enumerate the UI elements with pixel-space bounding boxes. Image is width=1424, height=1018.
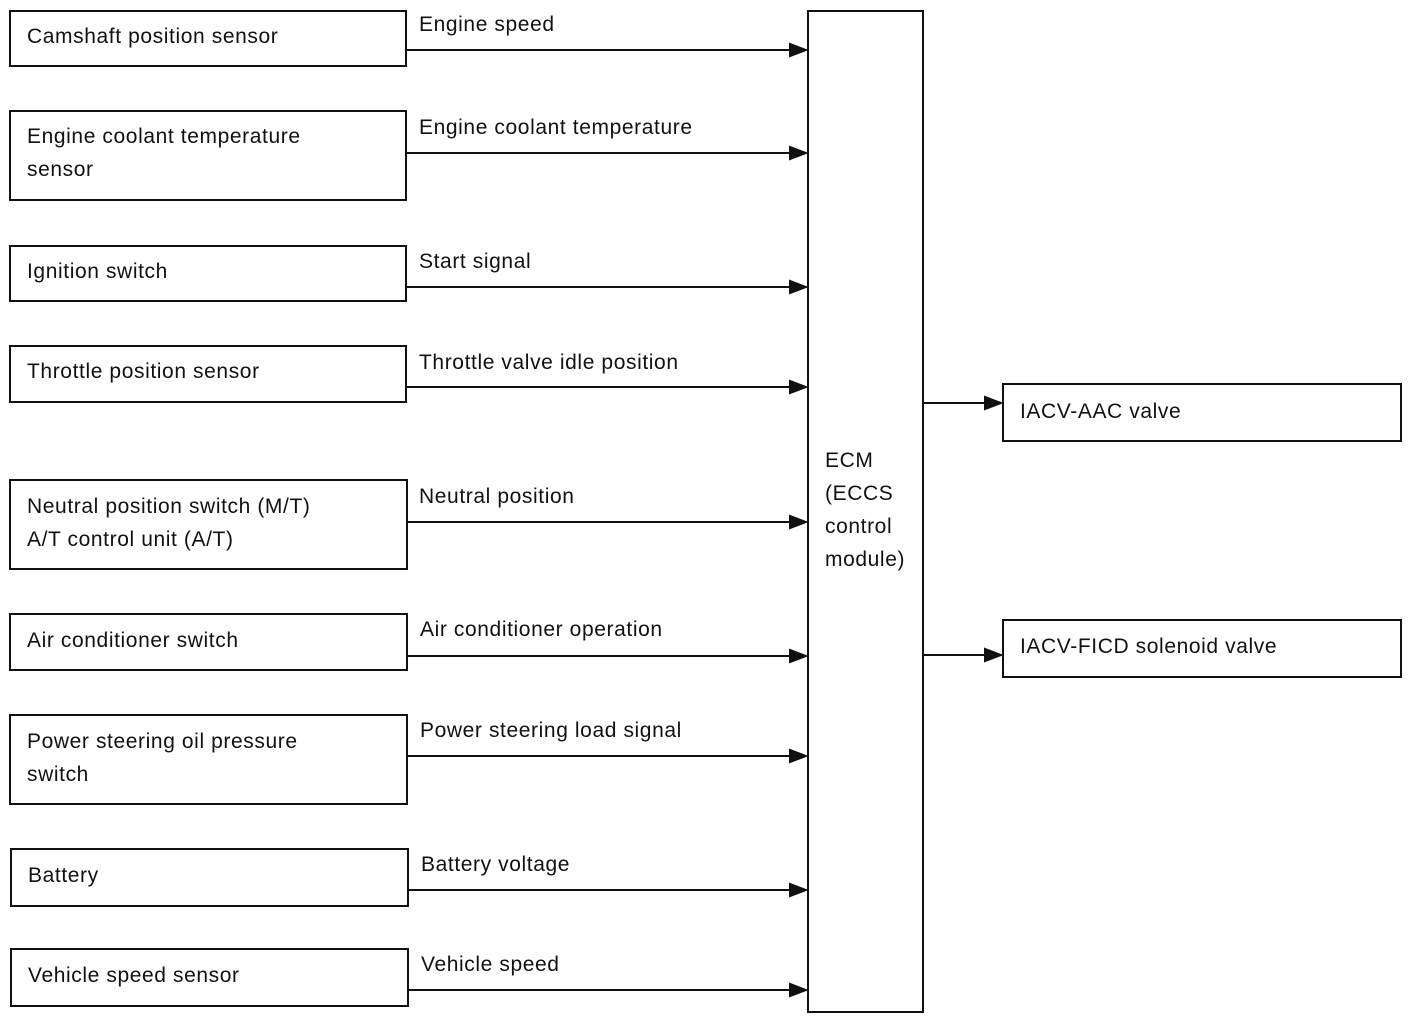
arrowhead <box>789 145 809 161</box>
signal-label: Vehicle speed <box>421 953 560 976</box>
signal-label: Power steering load signal <box>420 719 682 742</box>
sensor-box-coolant-temp: Engine coolant temperature sensor <box>9 110 407 201</box>
arrowhead <box>789 748 809 764</box>
sensor-box-battery: Battery <box>10 848 409 907</box>
sensor-box-air-conditioner: Air conditioner switch <box>9 613 408 671</box>
arrowhead <box>984 395 1004 411</box>
sensor-label: Battery <box>28 864 99 887</box>
actuator-label: IACV-FICD solenoid valve <box>1020 635 1278 658</box>
sensor-label: Vehicle speed sensor <box>28 964 240 987</box>
sensor-label: Air conditioner switch <box>27 629 239 652</box>
arrowhead <box>789 648 809 664</box>
sensor-box-throttle: Throttle position sensor <box>9 345 407 403</box>
arrowhead <box>789 514 809 530</box>
sensor-box-camshaft: Camshaft position sensor <box>9 10 407 67</box>
sensor-label: Throttle position sensor <box>27 360 260 383</box>
signal-label: Throttle valve idle position <box>419 351 679 374</box>
sensor-label: Neutral position switch (M/T) A/T contro… <box>27 495 311 551</box>
signal-label: Battery voltage <box>421 853 571 876</box>
signal-label: Air conditioner operation <box>420 618 663 641</box>
sensor-box-ignition: Ignition switch <box>9 245 407 302</box>
arrowhead <box>789 42 809 58</box>
sensor-label: Ignition switch <box>27 260 168 283</box>
signal-label: Neutral position <box>419 485 575 508</box>
signal-label: Start signal <box>419 250 532 273</box>
arrowhead <box>789 379 809 395</box>
sensor-box-power-steering: Power steering oil pressure switch <box>9 714 408 805</box>
signal-label: Engine speed <box>419 13 555 36</box>
actuator-box-iacv-ficd: IACV-FICD solenoid valve <box>1002 619 1402 678</box>
ecm-box: ECM (ECCS control module) <box>807 10 924 1013</box>
sensor-box-neutral: Neutral position switch (M/T) A/T contro… <box>9 479 408 570</box>
actuator-label: IACV-AAC valve <box>1020 400 1182 423</box>
actuator-box-iacv-aac: IACV-AAC valve <box>1002 383 1402 442</box>
arrowhead <box>789 279 809 295</box>
sensor-label: Power steering oil pressure switch <box>27 730 298 786</box>
sensor-box-vehicle-speed: Vehicle speed sensor <box>10 948 409 1007</box>
arrowhead <box>789 882 809 898</box>
arrowhead <box>789 982 809 998</box>
arrowhead <box>984 647 1004 663</box>
sensor-label: Engine coolant temperature sensor <box>27 125 301 181</box>
signal-label: Engine coolant temperature <box>419 116 693 139</box>
sensor-label: Camshaft position sensor <box>27 25 279 48</box>
ecm-label: ECM (ECCS control module) <box>825 449 906 571</box>
